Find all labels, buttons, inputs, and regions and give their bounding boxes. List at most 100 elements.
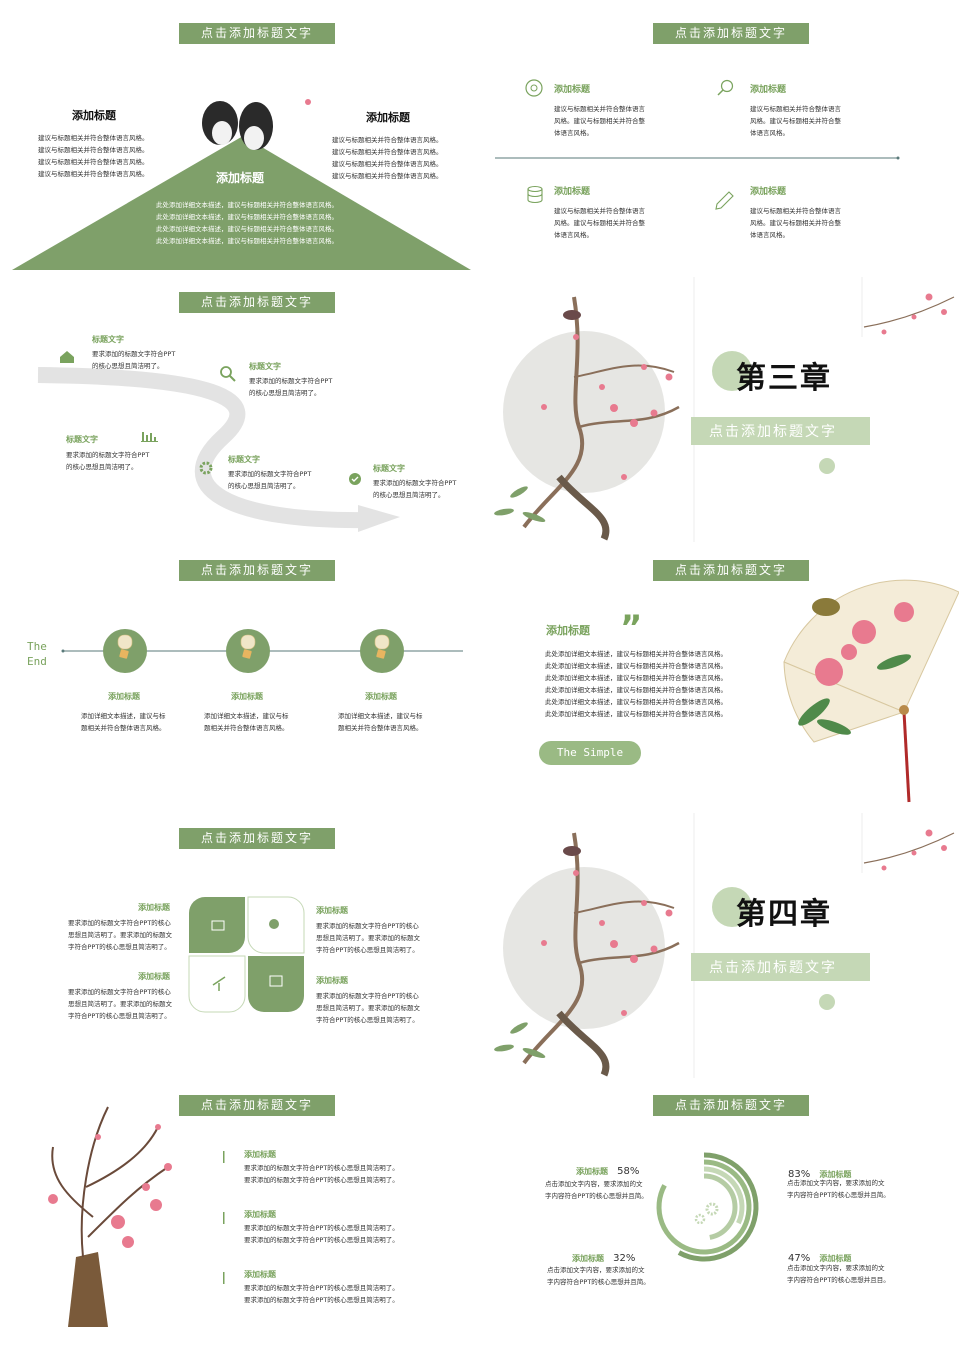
pct-item-2-value: 83%: [788, 1169, 811, 1180]
quote-text: 此处添加详细文本描述，建议与标题相关并符合整体语言风格。此处添加详细文本描述，建…: [545, 650, 727, 718]
petal-item-3-title: 添加标题: [138, 972, 170, 981]
item-3-title: 添加标题: [554, 187, 591, 197]
calendar-icon: [269, 975, 283, 987]
item-1-text: 建议与标题相关并符合整体语言风格。建议与标题相关并符合整体语言风格。: [554, 105, 645, 137]
slide-banner: 点击添加标题文字: [653, 560, 809, 581]
right-text: 建议与标题相关并符合整体语言风格。建议与标题相关并符合整体语言风格。建议与标题相…: [332, 136, 443, 180]
tree-item-2-text: 要求添加的标题文字符合PPT的核心思想且简洁明了。要求添加的标题文字符合PPT的…: [244, 1224, 399, 1244]
tree-item-1-text: 要求添加的标题文字符合PPT的核心思想且简洁明了。要求添加的标题文字符合PPT的…: [244, 1164, 399, 1184]
slide-banner: 点击添加标题文字: [653, 1095, 809, 1116]
item-1-title: 添加标题: [554, 85, 591, 95]
slide-chapter-3: 第三章 点击添加标题文字: [484, 277, 959, 542]
pct-item-2: 83% 添加标题: [788, 1162, 851, 1181]
search-icon: [220, 366, 232, 378]
certificate-icon: [211, 920, 225, 931]
center-text: 此处添加详细文本描述，建议与标题相关并符合整体语言风格。此处添加详细文本描述，建…: [156, 201, 338, 245]
pencil-icon: [715, 191, 734, 210]
progress-ring-3: [703, 1166, 745, 1225]
timeline-graphic: [61, 629, 463, 673]
item-4-text: 建议与标题相关并符合整体语言风格。建议与标题相关并符合整体语言风格。: [750, 207, 841, 239]
bar-chart-icon: [141, 432, 158, 442]
road-item-3-title: 标题文字: [66, 435, 98, 444]
rings-graphic: [656, 1152, 759, 1262]
timeline-item-3-title: 添加标题: [365, 692, 397, 701]
plum-tree-illustration: [48, 1106, 225, 1327]
pct-item-3-value: 32%: [613, 1253, 636, 1264]
petal-item-4-title: 添加标题: [316, 976, 348, 985]
slide-plum-tree: 点击添加标题文字 添加标题 要求添加的标题文字符合PPT的核心思想且简洁明了。要…: [8, 1087, 483, 1352]
pct-item-4-title: 添加标题: [819, 1254, 852, 1263]
check-icon: [349, 473, 361, 485]
petal-item-1-title: 添加标题: [138, 903, 170, 912]
tree-item-3-title: 添加标题: [244, 1270, 276, 1279]
pct-item-2-title: 添加标题: [819, 1170, 852, 1179]
slide-percent-rings: 点击添加标题文字 添加标题 58% 点击添加文字内容，要求添加的文字内容符合PP…: [484, 1087, 959, 1352]
left-text: 建议与标题相关并符合整体语言风格。建议与标题相关并符合整体语言风格。建议与标题相…: [38, 134, 149, 178]
item-3-text: 建议与标题相关并符合整体语言风格。建议与标题相关并符合整体语言风格。: [554, 207, 645, 239]
the-simple-button[interactable]: The Simple: [539, 741, 641, 765]
home-icon: [60, 351, 74, 363]
slide-banner: 点击添加标题文字: [179, 560, 335, 581]
blossom-illustration: [494, 813, 955, 1078]
petal-item-1-text: 要求添加的标题文字符合PPT的核心思想且简洁明了。要求添加的标题文字符合PPT的…: [68, 919, 172, 951]
slide-banner: 点击添加标题文字: [179, 292, 335, 313]
timeline-item-1-title: 添加标题: [108, 692, 140, 701]
petal-item-3-text: 要求添加的标题文字符合PPT的核心思想且简洁明了。要求添加的标题文字符合PPT的…: [68, 988, 172, 1020]
petal-item-4-text: 要求添加的标题文字符合PPT的核心思想且简洁明了。要求添加的标题文字符合PPT的…: [316, 992, 420, 1024]
item-2-title: 添加标题: [750, 85, 787, 95]
progress-ring-2: [656, 1159, 752, 1255]
telescope-icon: [212, 976, 226, 991]
triangle-graphic: [12, 99, 471, 270]
pct-item-1-title: 添加标题: [576, 1167, 608, 1176]
right-title: 添加标题: [366, 111, 410, 124]
petal-item-2-title: 添加标题: [316, 906, 348, 915]
pct-item-3-title: 添加标题: [572, 1254, 604, 1263]
slide-banner: 点击添加标题文字: [179, 23, 335, 44]
slide-four-items: 点击添加标题文字 添加标题 建议与标题相关并符合整体语言风格。建议与标题相关并符…: [484, 8, 959, 273]
slide-banner: 点击添加标题文字: [179, 1095, 335, 1116]
road-item-1-title: 标题文字: [92, 335, 124, 344]
chapter-subtitle: 点击添加标题文字: [709, 960, 837, 976]
divider-line: [495, 79, 900, 210]
road-item-2-title: 标题文字: [249, 362, 281, 371]
pct-item-2-text: 点击添加文字内容，要求添加的文字内容符合PPT的核心思想并且简。: [787, 1179, 890, 1199]
gear-icon: [694, 1213, 706, 1225]
slide-petals: 点击添加标题文字 添加标题 要求添加的标题文字符合PPT的核心思想且简洁明了。要…: [8, 820, 483, 1085]
blossom-illustration: [494, 277, 955, 542]
tree-item-2-title: 添加标题: [244, 1210, 276, 1219]
search-icon: [720, 79, 734, 93]
pct-item-4-value: 47%: [788, 1253, 811, 1264]
progress-ring-4: [703, 1173, 738, 1240]
disc-icon: [525, 79, 543, 97]
timeline-item-3-text: 添加详细文本描述，建议与标题相关并符合整体语言风格。: [338, 712, 423, 732]
tree-item-3-text: 要求添加的标题文字符合PPT的核心思想且简洁明了。要求添加的标题文字符合PPT的…: [244, 1284, 399, 1304]
slide-banner: 点击添加标题文字: [653, 23, 809, 44]
chapter-title: 第三章: [736, 361, 832, 396]
pct-item-4-text: 点击添加文字内容，要求添加的文字内容符合PPT的核心思想并且目。: [787, 1264, 890, 1284]
lightbulb-icon: [269, 919, 279, 929]
pct-item-3: 添加标题 32%: [572, 1246, 635, 1265]
pct-item-1-value: 58%: [617, 1166, 640, 1177]
item-2-text: 建议与标题相关并符合整体语言风格。建议与标题相关并符合整体语言风格。: [750, 105, 841, 137]
petal-item-2-text: 要求添加的标题文字符合PPT的核心思想且简洁明了。要求添加的标题文字符合PPT的…: [316, 922, 420, 954]
gear-icon: [705, 1202, 719, 1216]
slide-quote-fan: 点击添加标题文字 添加标题 ” 此处添加详细文本描述，建议与标题相关并符合整体语…: [484, 552, 959, 817]
quote-icon: ”: [620, 608, 643, 648]
center-title: 添加标题: [216, 171, 265, 185]
item-4-title: 添加标题: [750, 187, 787, 197]
quote-title: 添加标题: [546, 624, 590, 637]
petals-graphic: [188, 896, 305, 1013]
slide-chapter-4: 第四章 点击添加标题文字: [484, 813, 959, 1078]
chapter-subtitle: 点击添加标题文字: [709, 424, 837, 440]
timeline-item-2-title: 添加标题: [231, 692, 263, 701]
road-graphic: [37, 351, 400, 532]
gear-icon: [199, 461, 213, 475]
fan-illustration: [783, 579, 959, 803]
